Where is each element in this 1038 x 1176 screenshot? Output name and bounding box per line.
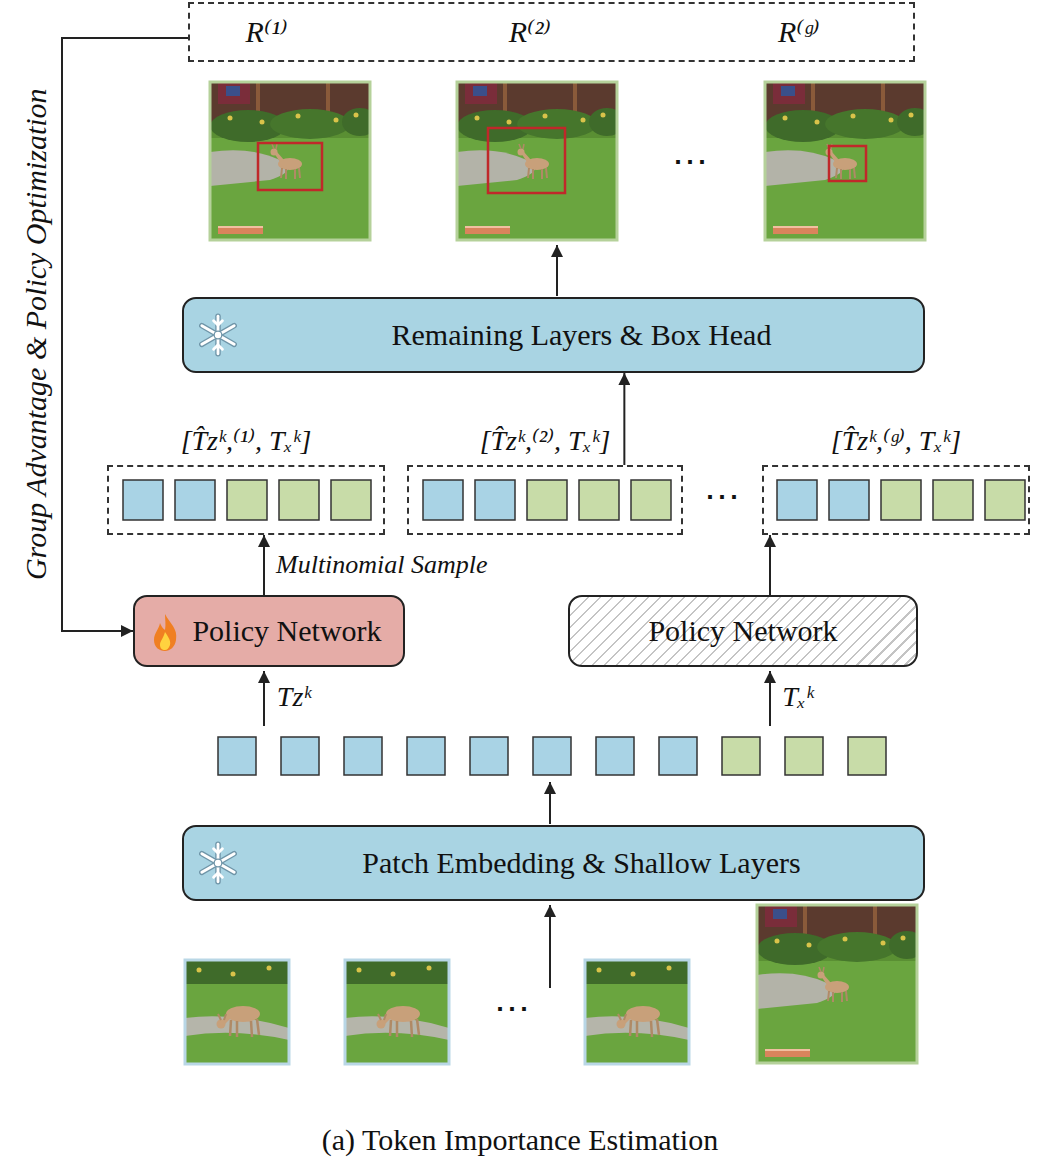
- image-frame: [765, 82, 925, 240]
- predicted-box: [258, 143, 322, 190]
- template-token: [344, 737, 382, 775]
- template-image: [585, 960, 689, 1064]
- frozen-icon: [202, 316, 234, 353]
- search-token: [933, 480, 973, 520]
- policy-network-box: Policy Network: [133, 595, 405, 667]
- flow-arrow: [549, 905, 551, 988]
- box-label: Policy Network: [648, 614, 837, 649]
- search-token: [631, 480, 671, 520]
- search-token-label: Tₓᵏ: [782, 681, 813, 713]
- image-frame: [210, 82, 370, 240]
- flame-inner: [160, 632, 170, 650]
- search-token: [785, 737, 823, 775]
- search-token: [722, 737, 760, 775]
- box-label: Remaining Layers & Box Head: [392, 318, 772, 353]
- figure-caption: (a) Token Importance Estimation: [322, 1123, 718, 1158]
- frozen-layers-box: Patch Embedding & Shallow Layers: [182, 825, 925, 901]
- search-token: [527, 480, 567, 520]
- training-loop-label: Group Advantage & Policy Optimization: [19, 89, 54, 581]
- sampling-label: Multinomial Sample: [276, 550, 488, 580]
- search-token: [985, 480, 1025, 520]
- flow-connector: [623, 373, 625, 465]
- template-token: [281, 737, 319, 775]
- image-frame: [585, 960, 689, 1064]
- token-set-label: [T̂zᵏ,⁽ᵍ⁾, Tₓᵏ]: [831, 425, 961, 457]
- output-images: [210, 82, 933, 240]
- ellipsis: ⋯: [494, 989, 530, 1030]
- token-group-box: [T̂zᵏ,⁽ᵍ⁾, Tₓᵏ]: [762, 465, 1030, 535]
- reward-label: R⁽¹⁾: [246, 15, 288, 50]
- output-image: [210, 82, 378, 240]
- template-token: [659, 737, 697, 775]
- template-token: [596, 737, 634, 775]
- search-token: [579, 480, 619, 520]
- token-groups: [123, 480, 1025, 520]
- input-images: [185, 905, 925, 1064]
- search-token: [279, 480, 319, 520]
- token-set-label: [T̂zᵏ,⁽²⁾, Tₓᵏ]: [480, 425, 611, 457]
- template-token: [533, 737, 571, 775]
- template-image: [185, 960, 289, 1064]
- template-token: [777, 480, 817, 520]
- reward-group-box: R⁽¹⁾ R⁽²⁾ R⁽ᵍ⁾: [188, 2, 915, 62]
- image-frame: [457, 82, 617, 240]
- template-image: [345, 960, 449, 1064]
- template-token: [423, 480, 463, 520]
- template-token: [475, 480, 515, 520]
- predicted-box: [488, 128, 565, 193]
- template-token: [175, 480, 215, 520]
- flow-arrow: [549, 782, 551, 824]
- template-token: [829, 480, 869, 520]
- image-frame: [185, 960, 289, 1064]
- flow-connector: [769, 535, 771, 595]
- flow-connector: [62, 38, 188, 631]
- flow-connector: [263, 535, 265, 595]
- search-token: [881, 480, 921, 520]
- box-label: Policy Network: [192, 614, 381, 649]
- output-image: [457, 82, 625, 240]
- search-token: [331, 480, 371, 520]
- search-image: [757, 905, 925, 1063]
- image-frame: [345, 960, 449, 1064]
- trainable-icon: [154, 614, 176, 651]
- output-image: [765, 82, 933, 240]
- template-token: [123, 480, 163, 520]
- flow-arrow: [263, 671, 265, 726]
- template-token: [218, 737, 256, 775]
- ellipsis: ⋯: [704, 477, 740, 518]
- box-label: Patch Embedding & Shallow Layers: [362, 846, 800, 881]
- template-token-label: Tzᵏ: [277, 681, 311, 713]
- search-token: [848, 737, 886, 775]
- ellipsis: ⋯: [672, 142, 708, 183]
- token-row: [218, 737, 886, 775]
- template-token: [407, 737, 445, 775]
- flow-arrow: [769, 671, 771, 726]
- frozen-layers-box: Remaining Layers & Box Head: [182, 297, 925, 373]
- token-group-box: [T̂zᵏ,⁽¹⁾, Tₓᵏ]: [107, 465, 385, 535]
- predicted-box: [829, 146, 866, 181]
- token-set-label: [T̂zᵏ,⁽¹⁾, Tₓᵏ]: [181, 425, 312, 457]
- image-frame: [757, 905, 917, 1063]
- flame-outer: [154, 614, 176, 651]
- reward-label: R⁽²⁾: [509, 15, 551, 50]
- token-group-box: [T̂zᵏ,⁽²⁾, Tₓᵏ]: [407, 465, 683, 535]
- frozen-icon: [202, 844, 234, 881]
- search-token: [227, 480, 267, 520]
- flow-arrow: [556, 245, 558, 296]
- policy-network-box: Policy Network: [568, 595, 918, 667]
- template-token: [470, 737, 508, 775]
- reward-label: R⁽ᵍ⁾: [778, 15, 820, 50]
